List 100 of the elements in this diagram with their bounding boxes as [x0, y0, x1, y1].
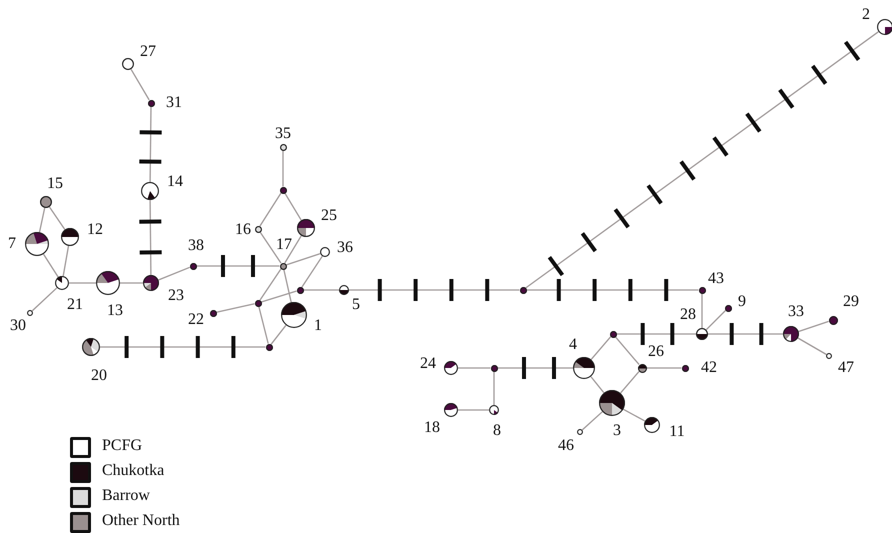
haplotype-pie — [695, 327, 709, 341]
connector-line — [258, 306, 269, 344]
haplotype-number: 4 — [569, 337, 577, 353]
connector-line — [708, 333, 783, 335]
haplotype-number: 16 — [235, 222, 251, 238]
haplotype-pie — [338, 284, 350, 296]
connector-line — [120, 282, 143, 284]
haplotype-number: 5 — [352, 297, 360, 313]
haplotype-pie — [26, 309, 34, 317]
connector-line — [798, 320, 829, 332]
haplotype-pie — [443, 360, 459, 376]
connector-line — [259, 192, 282, 226]
connector-line — [526, 289, 698, 291]
haplotype-number: 15 — [47, 176, 63, 192]
haplotype-number: 29 — [843, 294, 859, 310]
haplotype-number: 18 — [424, 420, 440, 436]
haplotype-pie — [146, 98, 156, 108]
legend-label: Barrow — [102, 487, 150, 505]
haplotype-pie — [54, 275, 70, 291]
connector-line — [701, 294, 703, 328]
connector-line — [38, 208, 46, 232]
haplotype-number: 7 — [8, 236, 16, 252]
haplotype-number: 47 — [838, 360, 854, 376]
connector-line — [282, 150, 284, 186]
haplotype-pie — [60, 227, 80, 247]
connector-line — [42, 254, 59, 278]
haplotype-number: 9 — [738, 294, 746, 310]
haplotype-pie — [724, 304, 732, 312]
haplotype-number: 43 — [708, 271, 724, 287]
haplotype-pie — [825, 352, 833, 360]
haplotype-number: 13 — [107, 303, 123, 319]
connector-line — [284, 235, 302, 264]
haplotype-number: 42 — [701, 360, 717, 376]
connector-line — [616, 333, 696, 335]
connector-line — [48, 206, 66, 230]
haplotype-number: 14 — [167, 174, 183, 190]
haplotype-pie — [296, 218, 316, 238]
haplotype-pie — [680, 364, 690, 372]
haplotype-number: 21 — [67, 297, 83, 313]
connector-line — [284, 192, 302, 221]
haplotype-pie — [24, 231, 50, 257]
haplotype-pie — [278, 262, 288, 270]
connector-line — [458, 409, 489, 411]
haplotype-number: 12 — [87, 222, 103, 238]
legend-label: Chukotka — [102, 462, 164, 480]
haplotype-pie — [443, 402, 459, 418]
legend-label: PCFG — [102, 437, 142, 455]
haplotype-number: 11 — [669, 424, 685, 440]
haplotype-number: 28 — [680, 307, 696, 323]
median-vector-dot — [296, 286, 304, 294]
haplotype-pie — [121, 57, 135, 71]
connector-line — [259, 268, 282, 300]
haplotype-pie — [81, 337, 101, 357]
connector-line — [149, 200, 152, 275]
connector-line — [304, 289, 339, 291]
haplotype-pie — [254, 224, 262, 234]
connector-line — [283, 269, 292, 302]
connector-line — [590, 336, 612, 360]
haplotype-number: 46 — [558, 438, 574, 454]
connector-line — [130, 68, 150, 100]
haplotype-number: 26 — [648, 344, 664, 360]
median-vector-dot — [518, 286, 528, 294]
haplotype-number: 24 — [420, 356, 436, 372]
connector-line — [620, 370, 640, 394]
connector-line — [498, 367, 573, 369]
connector-line — [493, 372, 495, 405]
haplotype-pie — [39, 195, 53, 209]
connector-line — [286, 252, 320, 266]
haplotype-pie — [782, 325, 800, 343]
connector-line — [69, 282, 96, 284]
haplotype-pie — [319, 246, 331, 258]
connector-line — [798, 337, 827, 356]
haplotype-number: 25 — [321, 208, 337, 224]
haplotype-number: 22 — [188, 312, 204, 328]
haplotype-number: 27 — [140, 44, 156, 60]
connector-line — [32, 287, 58, 312]
connector-line — [62, 246, 70, 276]
haplotype-pie — [208, 308, 218, 318]
haplotype-number: 20 — [91, 368, 107, 384]
haplotype-number: 3 — [613, 423, 621, 439]
haplotype-pie — [188, 262, 198, 270]
connector-line — [301, 256, 323, 288]
connector-line — [525, 31, 879, 288]
haplotype-number: 1 — [314, 318, 322, 334]
connector-line — [196, 265, 280, 267]
haplotype-pie — [698, 286, 706, 294]
connector-line — [646, 367, 682, 369]
connector-line — [590, 376, 604, 394]
haplotype-number: 35 — [275, 126, 291, 142]
median-vector-dot — [490, 364, 498, 372]
haplotype-pie — [95, 270, 121, 296]
connector-line — [623, 408, 646, 422]
haplotype-pie — [636, 362, 648, 374]
haplotype-number: 23 — [168, 288, 184, 304]
connector-line — [458, 367, 490, 369]
connector-line — [259, 232, 282, 264]
connector-line — [158, 266, 190, 281]
haplotype-pie — [643, 416, 661, 434]
connector-line — [216, 303, 255, 313]
haplotype-number: 17 — [276, 237, 292, 253]
